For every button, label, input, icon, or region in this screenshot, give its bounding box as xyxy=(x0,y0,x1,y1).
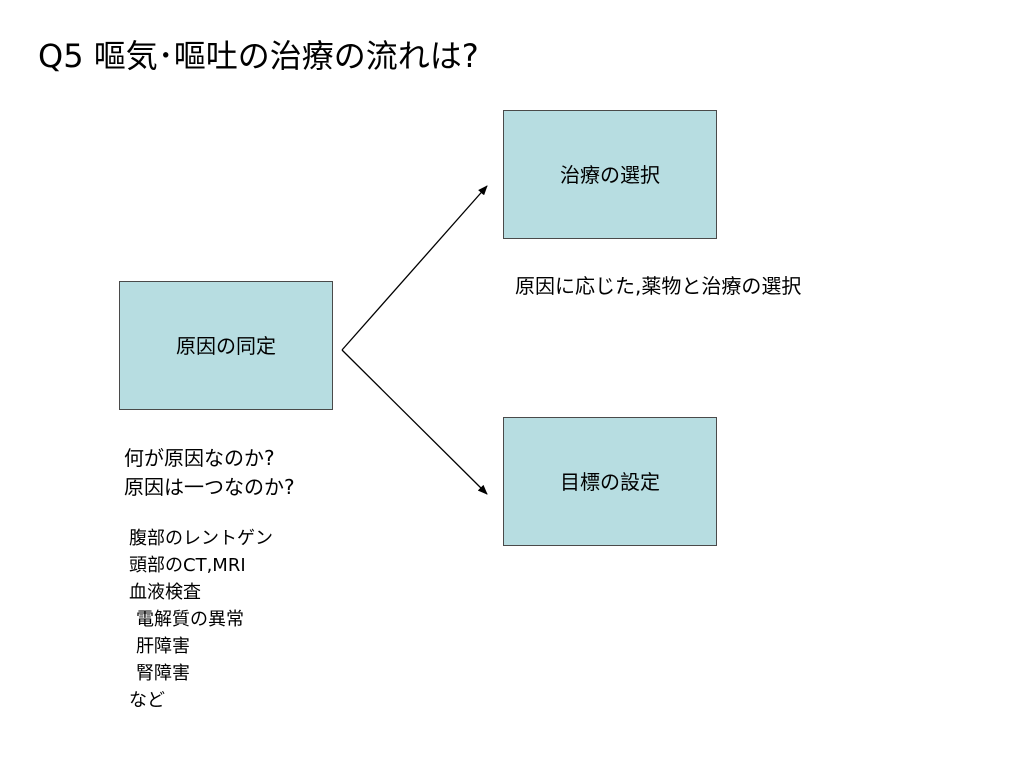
cause-identification-label: 原因の同定 xyxy=(176,333,276,358)
goal-setting-box: 目標の設定 xyxy=(503,417,717,546)
examination-item: 腹部のレントゲン xyxy=(129,528,273,549)
treatment-selection-label: 治療の選択 xyxy=(560,162,660,187)
slide-title: Q5 嘔気･嘔吐の治療の流れは? xyxy=(38,37,479,75)
arrow-to-treatment xyxy=(341,185,488,351)
treatment-selection-box: 治療の選択 xyxy=(503,110,717,239)
examination-item: 頭部のCT,MRI xyxy=(129,555,246,576)
examination-list: 腹部のレントゲン 頭部のCT,MRI 血液検査 電解質の異常 肝障害 腎障害 な… xyxy=(129,525,273,714)
examination-item: 電解質の異常 xyxy=(136,609,244,630)
arrow-to-goal xyxy=(341,349,488,495)
question-item: 何が原因なのか? xyxy=(124,446,275,470)
examination-item: 血液検査 xyxy=(129,582,201,603)
treatment-note: 原因に応じた,薬物と治療の選択 xyxy=(515,274,802,298)
examination-item: 肝障害 xyxy=(136,636,190,657)
cause-identification-box: 原因の同定 xyxy=(119,281,333,410)
examination-item: 腎障害 xyxy=(136,663,190,684)
examination-item: など xyxy=(129,690,165,711)
goal-setting-label: 目標の設定 xyxy=(560,469,660,494)
question-item: 原因は一つなのか? xyxy=(124,475,295,499)
cause-questions: 何が原因なのか? 原因は一つなのか? xyxy=(124,444,295,502)
